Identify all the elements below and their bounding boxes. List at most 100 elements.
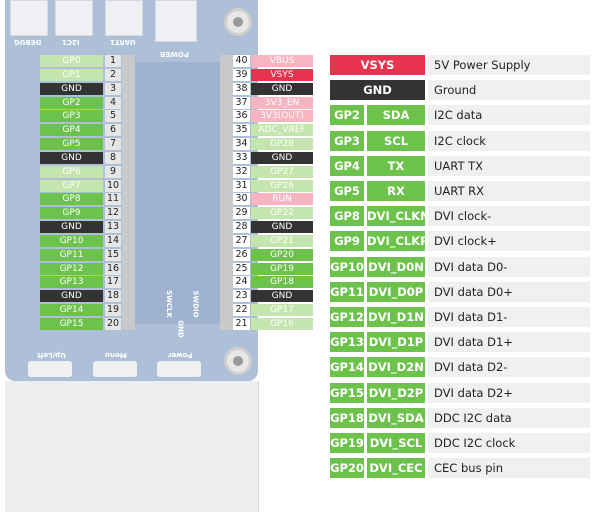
pin-number: 9 <box>105 165 121 178</box>
pin-number: 11 <box>105 193 121 206</box>
legend-gpio: GP14 <box>330 357 364 378</box>
legend-function: DVI_CLKP <box>367 231 429 252</box>
legend-gpio: GP10 <box>330 256 364 277</box>
pin-number: 30 <box>233 193 250 206</box>
pin-label: GND <box>40 82 103 95</box>
legend-description: I2C data <box>428 105 590 126</box>
pin-label: GP15 <box>40 317 103 330</box>
pin-number: 29 <box>233 207 250 220</box>
connector-debug <box>10 0 48 36</box>
button-label-power: Power <box>168 351 193 359</box>
pin-label: GP19 <box>251 262 313 275</box>
legend-function: DVI_D0N <box>367 256 425 277</box>
legend-function: DVI_D1N <box>367 307 425 327</box>
pin-label: GP8 <box>40 193 103 206</box>
pin-number: 19 <box>105 304 121 317</box>
pin-number: 34 <box>233 138 250 151</box>
legend-gpio: GP8 <box>330 206 364 227</box>
legend-function: DVI_SCL <box>367 433 425 453</box>
pin-number: 13 <box>105 221 121 234</box>
connector-uart1 <box>105 0 143 36</box>
pin-label: GP27 <box>251 165 313 178</box>
pin-label: GP26 <box>251 179 313 192</box>
pin-number: 24 <box>233 276 250 289</box>
legend-description: DDC I2C data <box>428 407 590 428</box>
pin-label: GP18 <box>251 276 313 289</box>
pin-label: GP20 <box>251 248 313 261</box>
pin-number: 8 <box>105 151 121 164</box>
pin-label: GP21 <box>251 234 313 247</box>
pin-number: 27 <box>233 234 250 247</box>
pin-number: 14 <box>105 234 121 247</box>
pin-number: 37 <box>233 96 250 109</box>
legend-gpio: GP18 <box>330 407 364 428</box>
legend-description: DVI data D2+ <box>428 382 590 403</box>
pin-number: 20 <box>105 317 121 330</box>
pin-number: 12 <box>105 207 121 220</box>
pin-label: GP7 <box>40 179 103 192</box>
legend-description: Ground <box>428 80 590 101</box>
legend-function: DVI_SDA <box>367 407 425 428</box>
connector-i2c1 <box>55 0 93 36</box>
mounting-hole-icon <box>224 8 252 36</box>
pin-label: GND <box>251 82 313 95</box>
pin-label: GND <box>251 151 313 164</box>
connector-label-i2c1: I2C1 <box>62 38 80 46</box>
pin-number: 21 <box>233 317 250 330</box>
pin-number: 18 <box>105 290 121 303</box>
legend-gpio: GP19 <box>330 433 364 453</box>
legend-description: I2C clock <box>428 130 590 151</box>
pin-number: 31 <box>233 179 250 192</box>
legend-function: TX <box>367 155 425 176</box>
legend-gpio: GP4 <box>330 155 364 176</box>
legend-description: DVI data D2- <box>428 357 590 378</box>
legend-pin: VSYS <box>330 55 425 75</box>
pin-label: GP10 <box>40 234 103 247</box>
legend-description: DDC I2C clock <box>428 433 590 453</box>
pin-label: GND <box>40 151 103 164</box>
pin-label: GP6 <box>40 165 103 178</box>
legend-description: UART TX <box>428 155 590 176</box>
pin-number: 28 <box>233 221 250 234</box>
pico-module <box>135 62 222 324</box>
legend-gpio: GP13 <box>330 332 364 353</box>
pin-label: GP4 <box>40 124 103 137</box>
swd-label-gnd: GND <box>176 320 185 338</box>
pin-label: GP17 <box>251 304 313 317</box>
swd-label-swclk: SWCLK <box>164 290 173 318</box>
legend-gpio: GP15 <box>330 382 364 403</box>
pin-number: 1 <box>105 55 121 67</box>
button-power <box>157 361 201 377</box>
pin-number: 23 <box>233 290 250 303</box>
pin-number: 17 <box>105 276 121 289</box>
legend-function: DVI_CEC <box>367 458 425 479</box>
legend-gpio: GP2 <box>330 105 364 126</box>
connector-label-uart1: UART1 <box>110 38 136 46</box>
pin-label: 3V3_EN <box>251 96 313 109</box>
legend-gpio: GP20 <box>330 458 364 479</box>
legend-gpio: GP5 <box>330 181 364 201</box>
pin-number: 2 <box>105 68 121 81</box>
connector-label-debug: DEBUG <box>14 38 42 46</box>
pin-label: ADC_VREF <box>251 124 313 137</box>
legend-function: DVI_D2P <box>367 382 425 403</box>
pin-label: GP12 <box>40 262 103 275</box>
pin-number: 16 <box>105 262 121 275</box>
pin-label: VBUS <box>251 55 313 67</box>
pin-number: 5 <box>105 110 121 123</box>
pin-label: GND <box>251 290 313 303</box>
button-label-up-left: Up/Left <box>37 351 66 359</box>
pin-label: GP1 <box>40 68 103 81</box>
pin-number: 3 <box>105 82 121 95</box>
pin-label: GP11 <box>40 248 103 261</box>
legend-function: SCL <box>367 130 425 151</box>
pin-label: GP0 <box>40 55 103 67</box>
pin-number: 38 <box>233 82 250 95</box>
pin-label: GP13 <box>40 276 103 289</box>
pin-number: 39 <box>233 68 250 81</box>
pin-label: 3V3(OUT) <box>251 110 313 123</box>
legend-pin: GND <box>330 80 425 101</box>
legend-description: DVI clock- <box>428 206 590 227</box>
pin-number: 6 <box>105 124 121 137</box>
legend-function: SDA <box>367 105 425 126</box>
